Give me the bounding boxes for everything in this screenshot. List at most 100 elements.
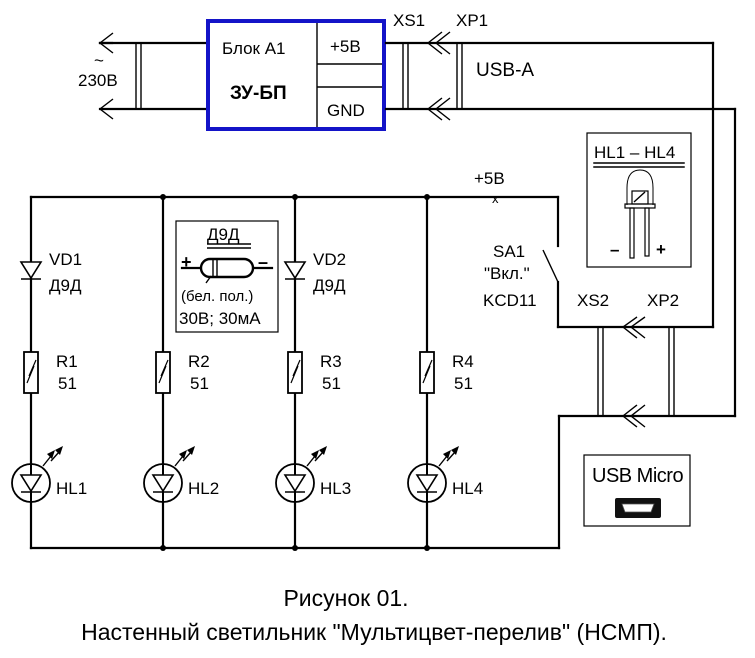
mains-input: ~ 230В bbox=[78, 32, 207, 120]
resistor-mark bbox=[422, 365, 431, 384]
resistor-mark bbox=[28, 359, 37, 377]
led-plus: + bbox=[656, 240, 666, 259]
led-icon bbox=[275, 446, 327, 503]
resistor-icon bbox=[23, 351, 39, 394]
resistor-value: 51 bbox=[454, 374, 473, 393]
light-ray bbox=[174, 455, 184, 467]
diode-type: Д9Д bbox=[313, 276, 346, 295]
resistor-mark bbox=[290, 365, 299, 384]
diode-designator: VD2 bbox=[313, 250, 346, 269]
diode-plus: + bbox=[181, 252, 192, 272]
pin-plus5v: +5В bbox=[330, 37, 361, 56]
resistor-icon bbox=[155, 351, 171, 394]
led-component-icon bbox=[624, 169, 656, 259]
plug-arrow-icon bbox=[426, 97, 443, 121]
led-triangle bbox=[283, 474, 307, 493]
light-ray bbox=[182, 451, 192, 462]
led-designator: HL4 bbox=[452, 479, 483, 498]
led-designator: HL2 bbox=[188, 479, 219, 498]
resistor-value: 51 bbox=[190, 374, 209, 393]
pin-gnd: GND bbox=[327, 101, 365, 120]
block-name: ЗУ-БП bbox=[230, 83, 287, 104]
led-icon bbox=[407, 446, 459, 503]
resistor-mark bbox=[26, 365, 35, 384]
diode-icon bbox=[19, 261, 43, 280]
light-arrowhead bbox=[311, 450, 319, 459]
light-arrowhead bbox=[179, 450, 187, 459]
diode-triangle bbox=[19, 261, 43, 280]
block-a1: Блок А1 ЗУ-БП +5В GND bbox=[206, 19, 386, 131]
light-ray bbox=[42, 455, 52, 467]
resistor-designator: R1 bbox=[56, 352, 78, 371]
resistor-designator: R2 bbox=[188, 352, 210, 371]
diode-rating: 30В; 30мА bbox=[179, 309, 261, 328]
mains-voltage-label: 230В bbox=[78, 71, 118, 90]
light-ray bbox=[314, 451, 324, 462]
xs1-label: XS1 bbox=[393, 11, 425, 30]
switch-model: KCD11 bbox=[483, 291, 537, 310]
resistor-value: 51 bbox=[58, 374, 77, 393]
led-icon bbox=[143, 446, 195, 503]
diode-minus: – bbox=[258, 252, 268, 272]
test-point-icon: x bbox=[492, 191, 499, 206]
xs2-label: XS2 bbox=[577, 291, 609, 310]
usb-micro-label: USB Micro bbox=[592, 465, 683, 487]
led-designator: HL3 bbox=[320, 479, 351, 498]
light-arrowhead bbox=[319, 446, 327, 455]
xp2-label: XP2 bbox=[647, 291, 679, 310]
light-arrowhead bbox=[47, 450, 55, 459]
resistor-mark bbox=[424, 359, 433, 377]
light-ray bbox=[306, 455, 316, 467]
resistor-icon bbox=[419, 351, 435, 394]
light-ray bbox=[446, 451, 456, 462]
led-inset: HL1 – HL4 – + bbox=[586, 132, 692, 268]
resistor-mark bbox=[158, 365, 167, 384]
led-inset-title: HL1 – HL4 bbox=[594, 143, 675, 162]
resistor-mark bbox=[160, 359, 169, 377]
plug-arrow-icon bbox=[621, 316, 638, 339]
resistor-value: 51 bbox=[322, 374, 341, 393]
resistor-designator: R4 bbox=[452, 352, 474, 371]
usb-micro-inset: USB Micro bbox=[583, 454, 691, 527]
diode-component-icon bbox=[180, 257, 274, 284]
resistor-icon bbox=[287, 351, 303, 394]
led-icon bbox=[11, 446, 63, 503]
usb-a-label: USB-A bbox=[476, 60, 534, 81]
light-ray bbox=[438, 455, 448, 467]
light-arrowhead bbox=[55, 446, 63, 455]
ac-symbol: ~ bbox=[94, 51, 104, 70]
led-triangle bbox=[151, 474, 175, 493]
xp1-label: XP1 bbox=[456, 11, 488, 30]
rail-label: +5В bbox=[474, 169, 505, 188]
led-triangle bbox=[415, 474, 439, 493]
plug-arrow-icon bbox=[426, 31, 443, 55]
connector-xs1-xp1: XS1 XP1 USB-A bbox=[384, 11, 737, 418]
diode-inset: Д9Д + – (бел. пол.) 30В; 30мА bbox=[175, 220, 279, 333]
connector-xs2-xp2: XS2 XP2 bbox=[557, 291, 737, 550]
led-minus: – bbox=[610, 240, 619, 259]
led-designator: HL1 bbox=[56, 479, 87, 498]
block-designator: Блок А1 bbox=[222, 39, 285, 58]
diode-type: Д9Д bbox=[49, 276, 82, 295]
diode-inset-title: Д9Д bbox=[207, 225, 240, 244]
resistor-mark bbox=[292, 359, 301, 377]
light-arrowhead bbox=[443, 450, 451, 459]
led-triangle bbox=[19, 474, 43, 493]
switch-sa1: SA1 "Вкл." KCD11 bbox=[483, 195, 715, 329]
diode-designator: VD1 bbox=[49, 250, 82, 269]
resistor-designator: R3 bbox=[320, 352, 342, 371]
light-ray bbox=[50, 451, 60, 462]
diode-icon bbox=[283, 261, 307, 280]
switch-name: "Вкл." bbox=[484, 264, 530, 283]
figure-caption-title: Рисунок 01. bbox=[283, 585, 408, 611]
diode-triangle bbox=[283, 261, 307, 280]
figure-caption-description: Настенный светильник "Мультицвет-перелив… bbox=[81, 619, 667, 645]
usb-micro-port-icon bbox=[615, 498, 661, 518]
switch-contact-icon bbox=[542, 249, 559, 283]
light-arrowhead bbox=[187, 446, 195, 455]
